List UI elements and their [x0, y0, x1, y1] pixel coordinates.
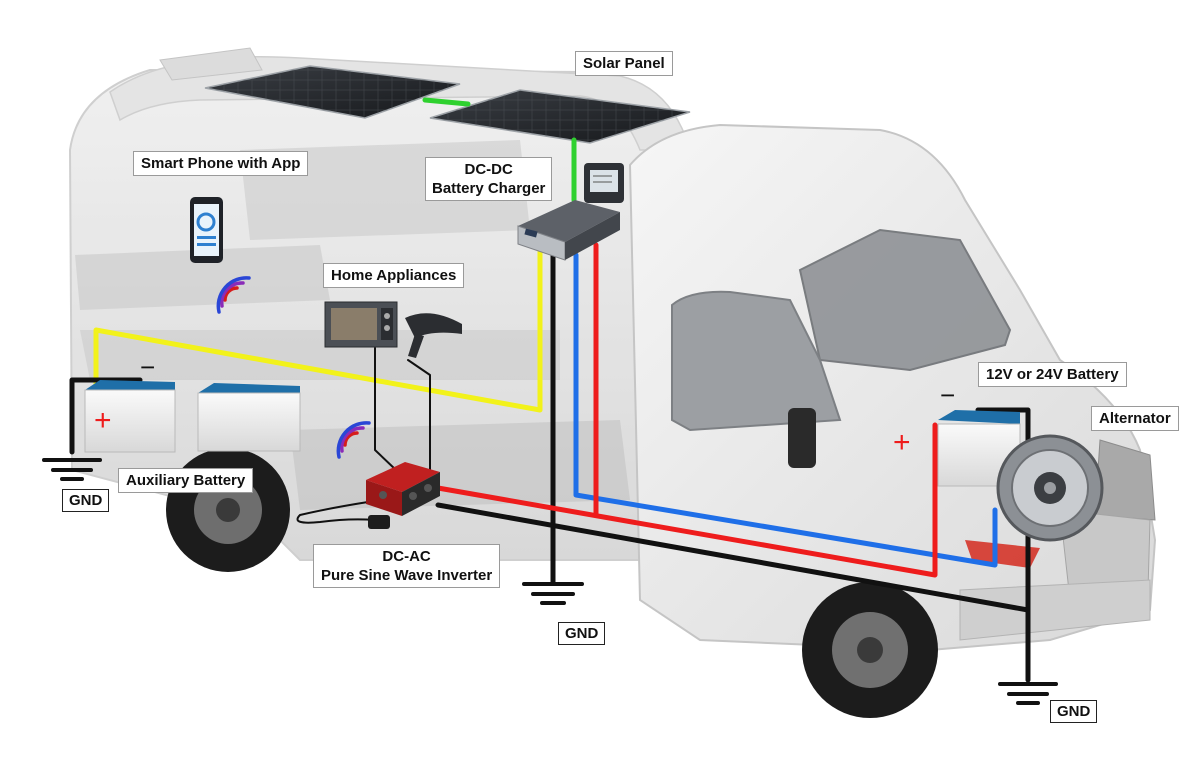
starter-battery	[937, 410, 1021, 487]
ground-symbol-right	[998, 682, 1058, 705]
front-wheel	[802, 582, 938, 718]
label-solar-panel: Solar Panel	[575, 51, 673, 76]
auxiliary-battery-2	[197, 383, 301, 452]
label-gnd-center: GND	[558, 622, 606, 645]
label-dcdc-charger: DC-DC Battery Charger	[425, 157, 553, 201]
label-inverter-line1: DC-AC	[382, 548, 431, 565]
ground-symbol-center	[522, 582, 584, 605]
rear-wheel	[166, 448, 290, 572]
label-alternator: Alternator	[1091, 406, 1179, 431]
smartphone	[190, 197, 223, 263]
starter-battery-plus: +	[893, 426, 911, 459]
label-gnd-right: GND	[1050, 700, 1098, 723]
aux-battery-plus: +	[94, 404, 112, 437]
label-auxiliary-battery: Auxiliary Battery	[118, 468, 254, 493]
label-inverter-line2: Pure Sine Wave Inverter	[321, 567, 493, 584]
label-smart-phone: Smart Phone with App	[133, 151, 309, 176]
alternator	[996, 434, 1104, 542]
wireless-signal-icon-2	[336, 421, 371, 459]
label-dcdc-line1: DC-DC	[464, 161, 513, 178]
toaster-oven	[324, 301, 398, 348]
label-dcdc-line2: Battery Charger	[432, 180, 546, 197]
solar-panel-right	[429, 89, 691, 144]
hair-dryer	[405, 313, 462, 358]
solar-panel-left	[204, 65, 461, 119]
aux-battery-minus: −	[140, 352, 155, 382]
starter-battery-minus: −	[940, 380, 955, 410]
battery-monitor-display	[584, 163, 624, 203]
label-home-appliances: Home Appliances	[323, 263, 465, 288]
dcdc-charger	[517, 200, 620, 261]
ground-symbol-left	[42, 458, 102, 481]
label-starter-battery: 12V or 24V Battery	[978, 362, 1127, 387]
wiring	[69, 97, 1031, 683]
inverter-remote	[368, 515, 390, 529]
auxiliary-battery-1	[84, 380, 176, 453]
inverter	[366, 462, 440, 516]
label-gnd-left: GND	[62, 489, 110, 512]
label-inverter: DC-AC Pure Sine Wave Inverter	[313, 544, 501, 588]
wireless-signal-icon-1	[216, 276, 251, 314]
